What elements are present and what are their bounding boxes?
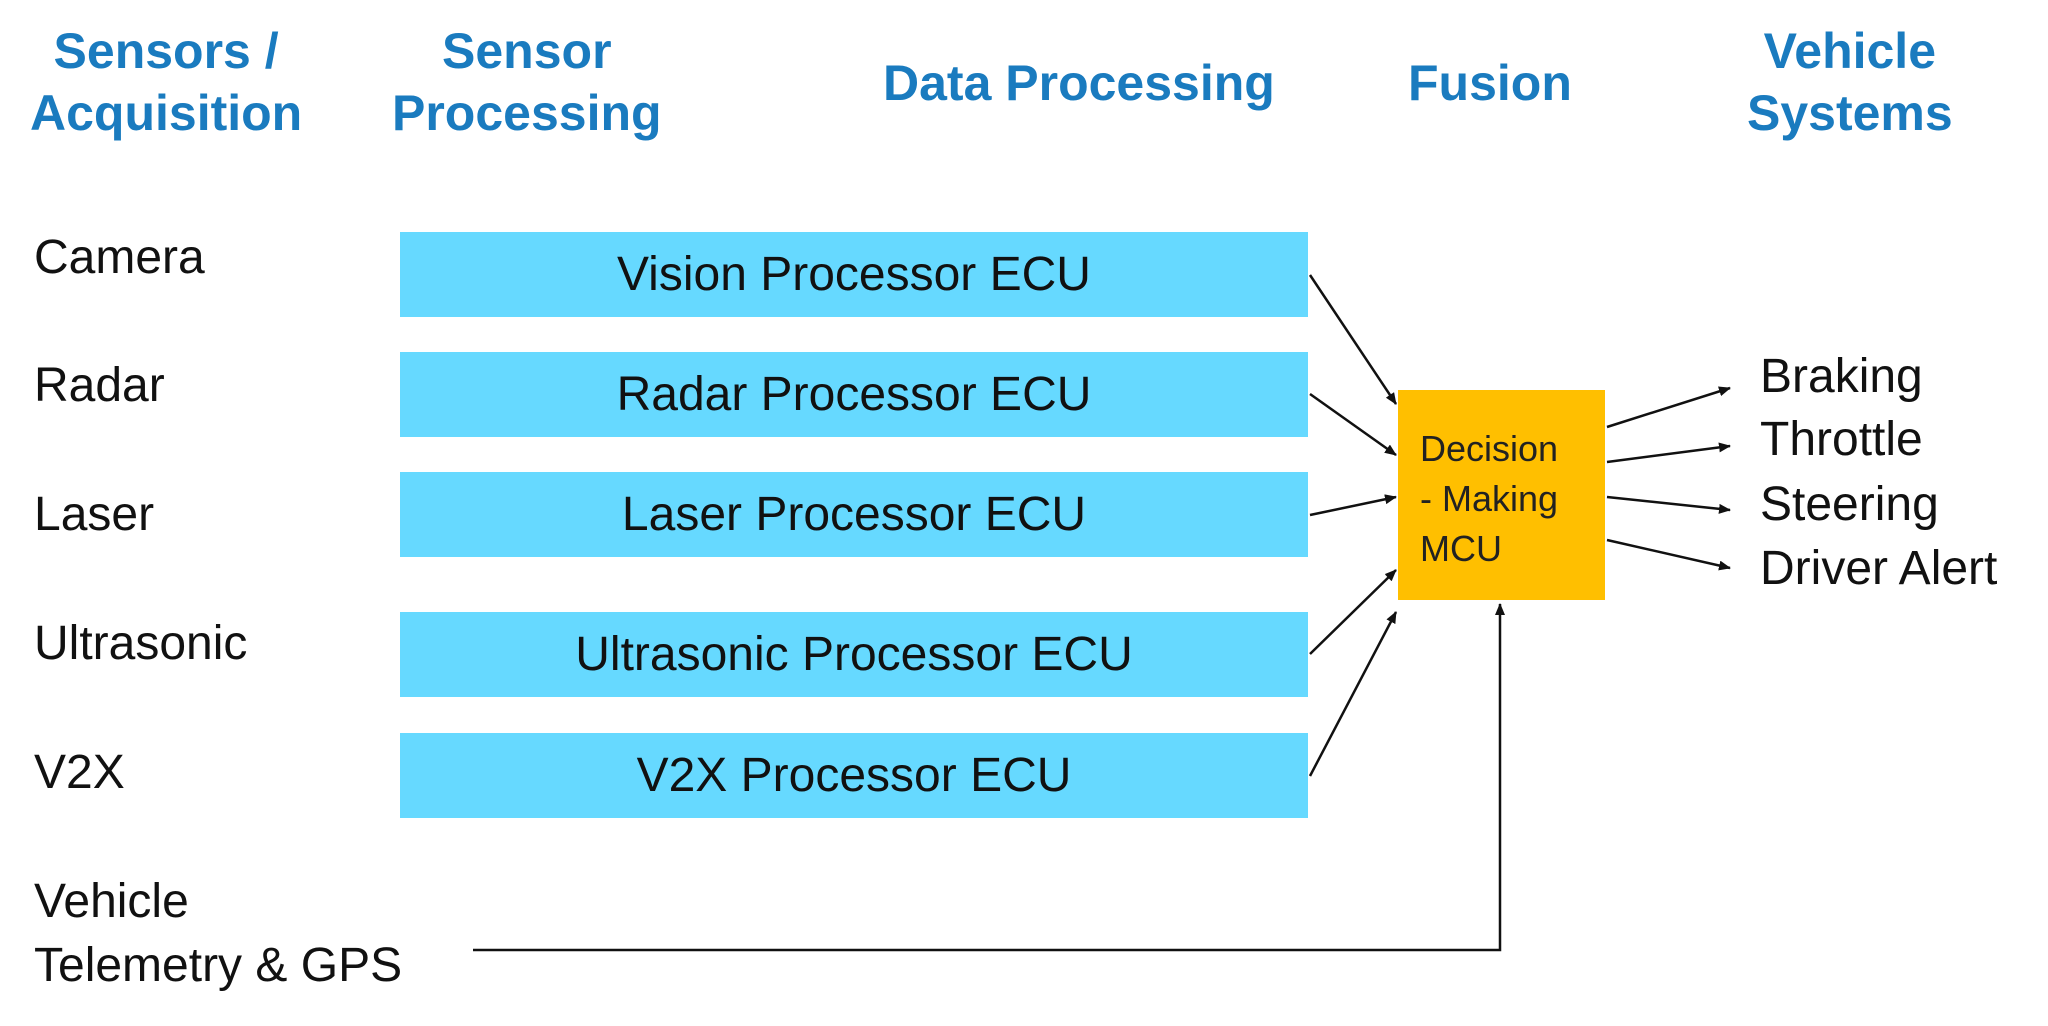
arrow-mcu-to-braking: [1606, 386, 1731, 429]
output-steering: Steering: [1760, 478, 1939, 531]
header-line: Systems: [1747, 85, 1953, 141]
header-sensors-acquisition: Sensors / Acquisition: [30, 20, 302, 144]
arrow-telemetry-to-mcu: [473, 603, 1505, 952]
sensor-label-telemetry: Vehicle Telemetry & GPS: [34, 870, 402, 998]
header-vehicle-systems: Vehicle Systems: [1747, 20, 1953, 144]
output-throttle: Throttle: [1760, 413, 1923, 466]
header-line: Acquisition: [30, 85, 303, 141]
ecu-ultrasonic-processor: Ultrasonic Processor ECU: [400, 612, 1308, 697]
header-line: Sensor: [442, 23, 612, 79]
arrow-radar-to-mcu: [1309, 392, 1397, 457]
header-data-processing: Data Processing: [883, 52, 1275, 114]
ecu-vision-processor: Vision Processor ECU: [400, 232, 1308, 317]
header-line: Data Processing: [883, 55, 1275, 111]
telemetry-line: Vehicle: [34, 875, 189, 928]
ecu-laser-processor: Laser Processor ECU: [400, 472, 1308, 557]
telemetry-line: Telemetry & GPS: [34, 939, 403, 992]
arrow-laser-to-mcu: [1309, 494, 1397, 517]
sensor-label-laser: Laser: [34, 488, 155, 541]
sensor-label-v2x: V2X: [34, 746, 125, 799]
decision-making-mcu: Decision - Making MCU: [1398, 390, 1605, 600]
sensor-label-camera: Camera: [34, 231, 205, 284]
output-braking: Braking: [1760, 350, 1923, 403]
header-line: Fusion: [1408, 55, 1572, 111]
mcu-line: MCU: [1420, 528, 1502, 569]
header-line: Processing: [392, 85, 662, 141]
arrow-mcu-to-throttle: [1606, 442, 1731, 464]
output-driver-alert: Driver Alert: [1760, 542, 1998, 595]
header-line: Vehicle: [1763, 23, 1937, 79]
arrow-vision-to-mcu: [1308, 274, 1398, 405]
mcu-line: - Making: [1420, 478, 1559, 519]
ecu-radar-processor: Radar Processor ECU: [400, 352, 1308, 437]
sensor-label-radar: Radar: [34, 359, 165, 412]
header-fusion: Fusion: [1408, 52, 1572, 114]
arrow-mcu-to-driver-alert: [1606, 538, 1731, 571]
arrow-mcu-to-steering: [1606, 495, 1731, 514]
header-sensor-processing: Sensor Processing: [392, 20, 662, 144]
header-line: Sensors /: [53, 23, 279, 79]
arrow-ultrasonic-to-mcu: [1309, 569, 1397, 655]
arrow-v2x-to-mcu: [1308, 611, 1398, 777]
ecu-v2x-processor: V2X Processor ECU: [400, 733, 1308, 818]
sensor-label-ultrasonic: Ultrasonic: [34, 617, 248, 670]
mcu-line: Decision: [1420, 428, 1559, 469]
